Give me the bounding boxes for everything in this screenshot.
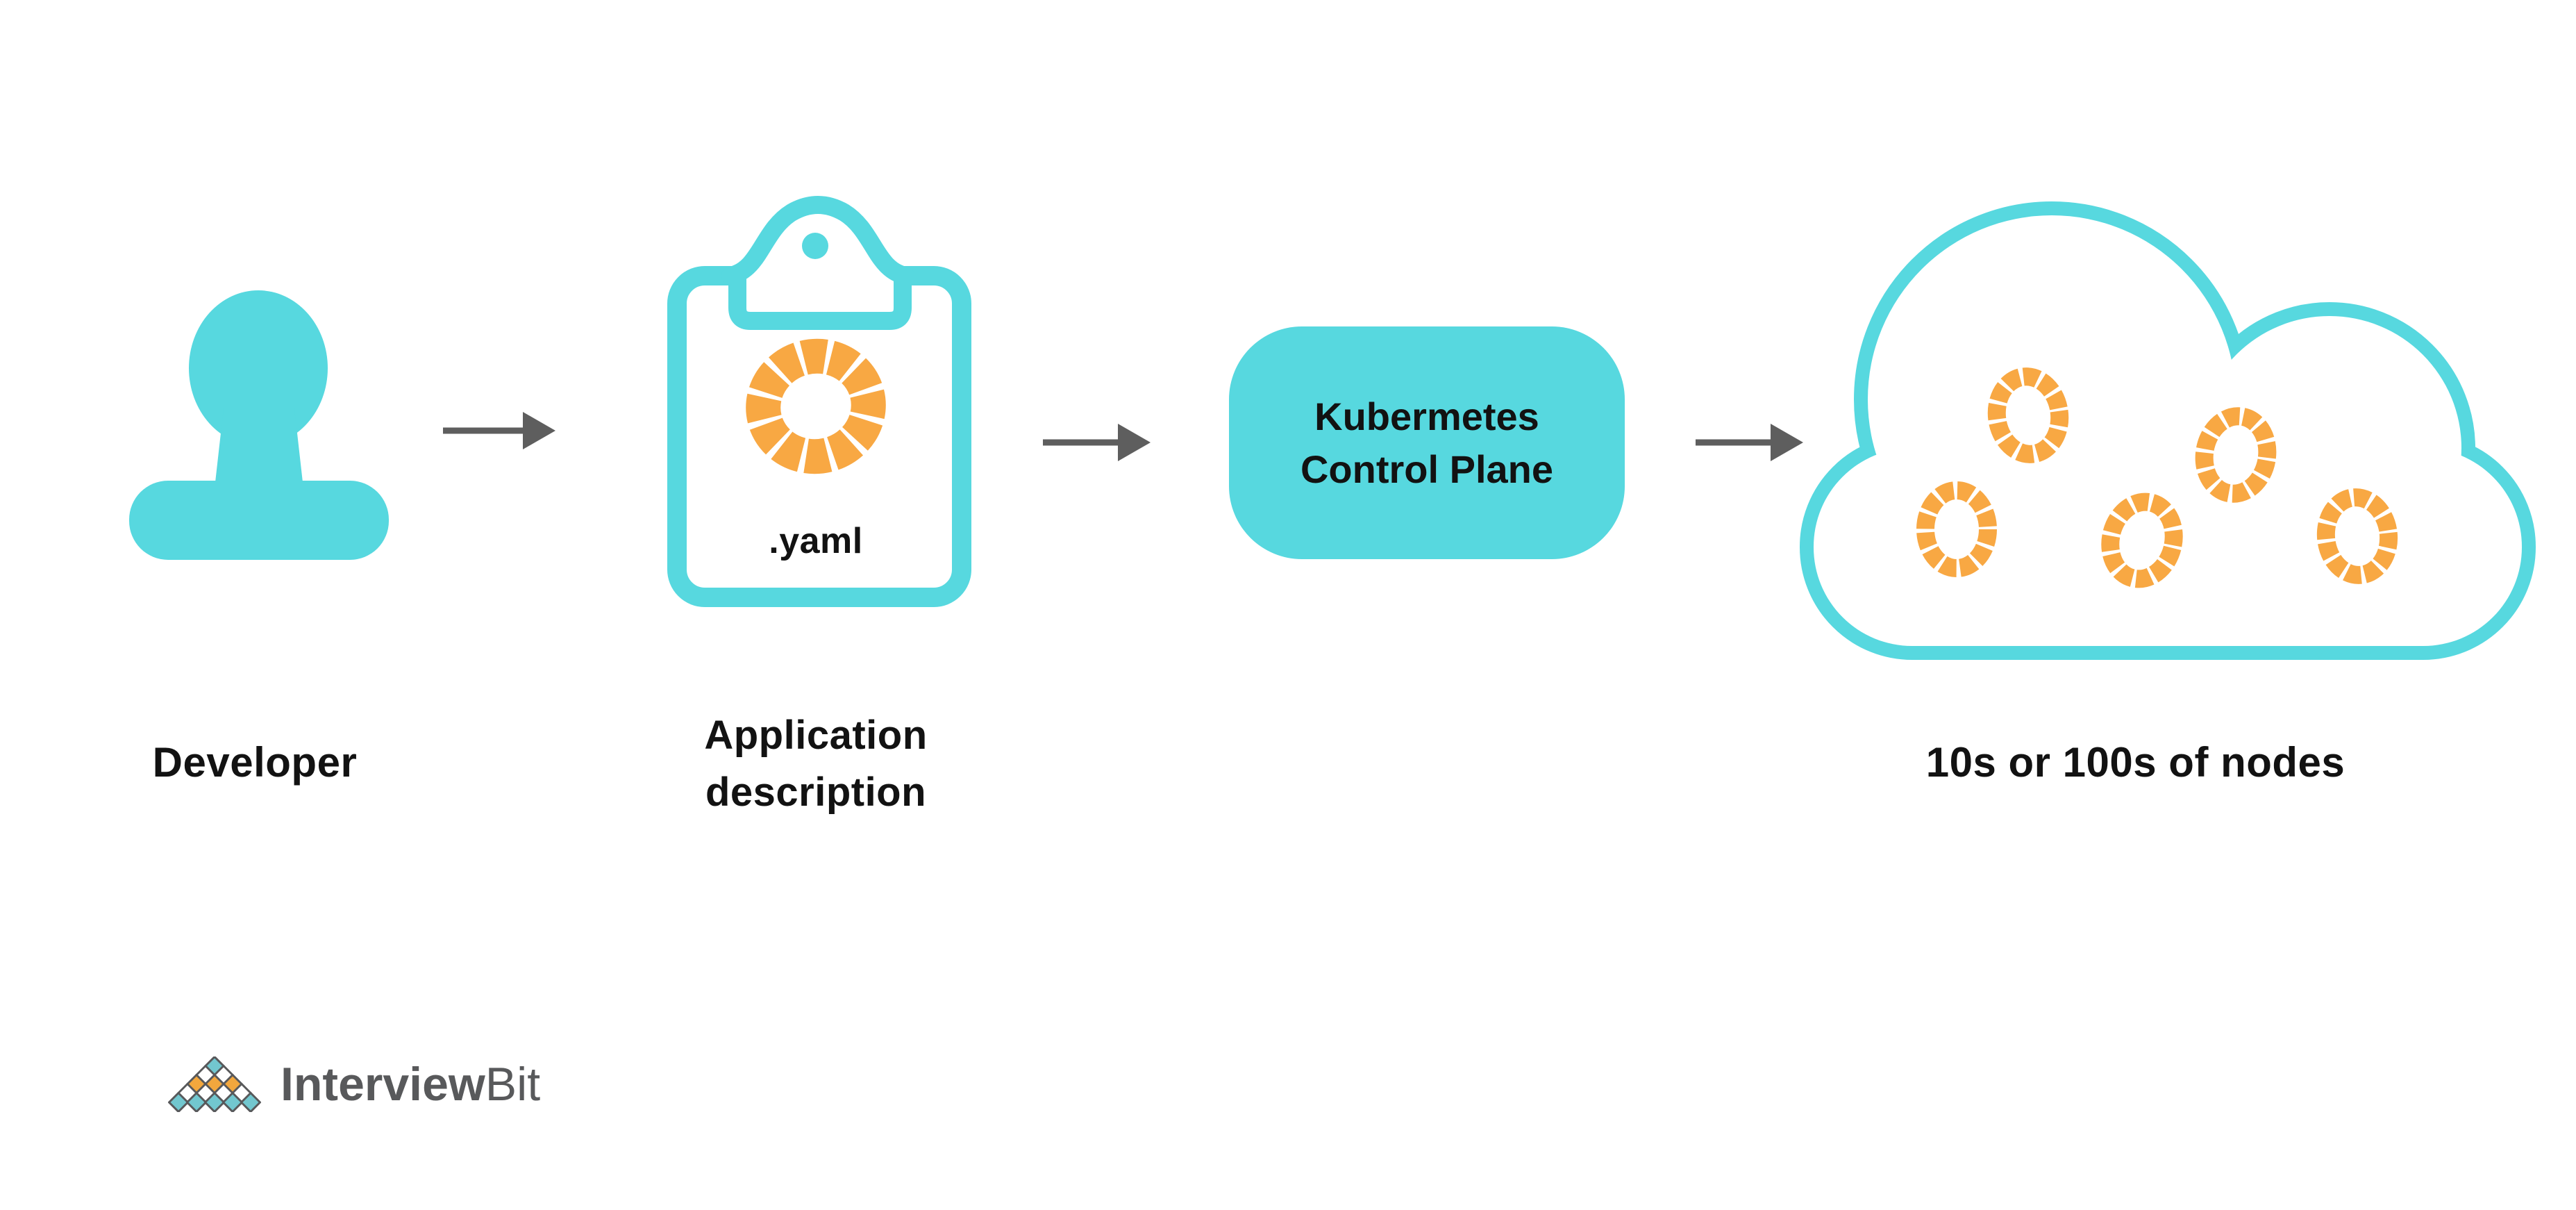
arrow-control-plane-to-nodes-icon — [1696, 424, 1803, 461]
person-head — [189, 290, 328, 446]
yaml-file-label: .yaml — [769, 521, 863, 561]
node-ring-icon — [2101, 492, 2183, 588]
clipboard-clip — [721, 196, 914, 330]
person-shoulders — [129, 481, 389, 560]
logo-text: InterviewBit — [281, 1053, 540, 1116]
node-ring-icon — [1916, 481, 1997, 577]
application-description-label-line1: Application — [704, 713, 928, 758]
nodes-cloud-icon — [1800, 201, 2536, 660]
control-plane-label: Kubermetes Control Plane — [1229, 326, 1625, 559]
node-ring-icon — [2195, 407, 2277, 503]
control-plane-label-line2: Control Plane — [1300, 447, 1554, 491]
yaml-ring-icon — [746, 338, 886, 474]
clipboard-icon — [667, 196, 971, 607]
person-neck — [214, 408, 304, 495]
nodes-count-label: 10s or 100s of nodes — [1925, 739, 2345, 786]
application-description-label: Application description — [670, 707, 962, 821]
logo-text-light: Bit — [485, 1058, 541, 1111]
application-description-label-line2: description — [705, 770, 927, 815]
control-plane-box — [1229, 326, 1625, 559]
logo-pyramid-icon — [168, 1056, 261, 1112]
control-plane-label-line1: Kubermetes — [1314, 394, 1539, 438]
clipboard-clip-hole — [802, 233, 828, 259]
arrow-description-to-control-plane-icon — [1043, 424, 1151, 461]
developer-label: Developer — [152, 739, 358, 786]
developer-person-icon — [129, 290, 389, 560]
node-ring-icon — [2316, 488, 2398, 584]
arrow-developer-to-description-icon — [443, 412, 555, 449]
logo-text-bold: Interview — [281, 1058, 485, 1111]
interviewbit-logo: InterviewBit — [162, 1053, 540, 1116]
